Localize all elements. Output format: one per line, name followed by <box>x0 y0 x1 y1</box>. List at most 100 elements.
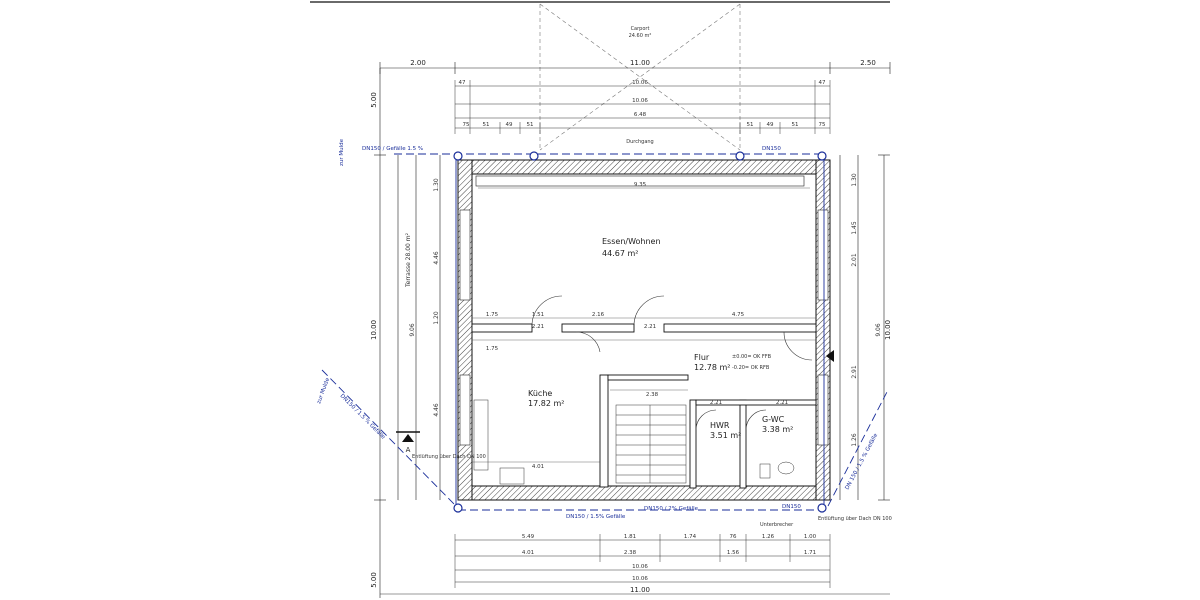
right-dim-4: 2.91 <box>851 365 858 379</box>
kueche-area: 17.82 m² <box>528 399 564 408</box>
right-dim-0: 1.30 <box>851 173 858 187</box>
mid-b-dim: 4.75 <box>732 312 745 318</box>
wc-fixtures <box>759 461 795 479</box>
left-dim-3: 9.06 <box>409 323 416 337</box>
top-row4-5: 49 <box>767 122 774 128</box>
top-row4-2: 49 <box>506 122 513 128</box>
door-a-dim: 2.21 <box>532 324 544 330</box>
bottom-row1-2: 1.74 <box>684 534 697 540</box>
bottom-total-dim: 11.00 <box>630 586 650 594</box>
drain-top-right-label: DN150 <box>762 146 781 152</box>
kitchen-width-dim: 4.01 <box>532 464 544 470</box>
mulde-bottom-label: zur Mulde <box>316 377 331 405</box>
mid-left-dim: 1.51 <box>532 312 544 318</box>
drain-top-label: DN150 / Gefälle 1.5 % <box>362 146 423 152</box>
terrasse-label: Terrasse 28.00 m² <box>405 232 412 288</box>
left-bottom-dim: 5.00 <box>370 572 378 588</box>
entrance-arrow <box>826 350 834 362</box>
bottom-row2-3: 1.71 <box>804 550 816 556</box>
left-dim-0: 1.30 <box>433 178 440 192</box>
right-mid-dim: 10.00 <box>884 320 892 340</box>
entlueftung-left-label: Entlüftung über Dach DN 100 <box>412 454 486 460</box>
top-row4-6: 51 <box>792 122 799 128</box>
stair-dim: 2.38 <box>646 392 659 398</box>
durchgang-label: Durchgang <box>626 139 653 145</box>
left-top-dim: 5.00 <box>370 92 378 108</box>
top-row1-b: 10.06 <box>632 80 648 86</box>
mid-a-dim: 2.16 <box>592 312 605 318</box>
gwc-width-dim: 2.21 <box>776 400 788 406</box>
carport-name: Carport <box>631 26 650 32</box>
flur-name: Flur <box>694 353 710 362</box>
left-dim-1: 4.46 <box>433 251 440 265</box>
bottom-row1-4: 1.26 <box>762 534 775 540</box>
level-rfb: -0.20= OK RFB <box>732 365 770 371</box>
bottom-row4: 10.06 <box>632 576 648 582</box>
left-margin-dim: 2.00 <box>410 59 426 67</box>
flur-area: 12.78 m² <box>694 363 730 372</box>
windows <box>459 209 829 446</box>
left-dim-4: 4.46 <box>433 403 440 417</box>
section-marker-label: A <box>406 446 411 454</box>
left-1-dim: 1.75 <box>486 312 499 318</box>
bottom-row1-3: 76 <box>730 534 737 540</box>
bottom-row2-0: 4.01 <box>522 550 534 556</box>
top-row2: 10.06 <box>632 98 648 104</box>
right-vertical-dims <box>839 154 890 501</box>
top-dim-rows <box>454 80 831 134</box>
bottom-row1-1: 1.81 <box>624 534 636 540</box>
mulde-top-label: zur Mulde <box>339 138 345 166</box>
right-dim-3: 9.06 <box>875 323 882 337</box>
gwc-area: 3.38 m² <box>762 425 793 434</box>
drain-left-diag-label: DN150 / 1.5 % Gefälle <box>339 393 387 441</box>
left-2-dim: 1.75 <box>486 346 499 352</box>
left-vertical-dims <box>374 68 441 598</box>
right-dim-2: 2.01 <box>851 253 858 267</box>
top-row3: 6.48 <box>634 112 647 118</box>
interior-dim-lines <box>472 187 816 463</box>
left-dim-2: 1.20 <box>433 311 440 325</box>
unterbrecher-label: Unterbrecher <box>760 522 794 528</box>
bottom-row3: 10.06 <box>632 564 648 570</box>
staircase <box>615 404 687 484</box>
drain-inspection-points <box>453 151 827 513</box>
drain-bottom-label: DN150 / 1.5% Gefälle <box>566 514 626 520</box>
drain-lines <box>321 153 889 511</box>
top-row4-4: 51 <box>747 122 754 128</box>
top-row1-c: 47 <box>819 80 826 86</box>
level-ffb: ±0.00= OK FFB <box>732 354 772 360</box>
top-row4-7: 75 <box>819 122 826 128</box>
drain-bottom-right-label: DN150 <box>782 504 801 510</box>
top-row4-1: 51 <box>483 122 490 128</box>
top-row4-3: 51 <box>527 122 534 128</box>
section-marker <box>396 431 420 442</box>
gwc-name: G-WC <box>762 415 785 424</box>
hwr-area: 3.51 m² <box>710 431 741 440</box>
carport-area: 24.60 m² <box>629 33 652 39</box>
bottom-row1-0: 5.49 <box>522 534 535 540</box>
door-swings <box>531 295 813 431</box>
kueche-name: Küche <box>528 389 552 398</box>
left-mid-dim: 10.00 <box>370 320 378 340</box>
hwr-width-dim: 2.21 <box>710 400 722 406</box>
kitchen-counter <box>473 399 525 485</box>
essen-area: 44.67 m² <box>602 249 638 258</box>
bottom-dim-rows <box>380 534 890 595</box>
bottom-row2-2: 1.56 <box>727 550 740 556</box>
essen-name: Essen/Wohnen <box>602 237 661 246</box>
right-dim-1: 1.45 <box>851 221 858 235</box>
drain-bottom-mid-label: DN150 / 2% Gefälle <box>644 506 699 512</box>
top-row4-0: 75 <box>463 122 470 128</box>
bottom-row1-5: 1.00 <box>804 534 817 540</box>
hwr-name: HWR <box>710 421 730 430</box>
door-b-dim: 2.21 <box>644 324 656 330</box>
bottom-row2-1: 2.38 <box>624 550 637 556</box>
right-margin-dim: 2.50 <box>860 59 876 67</box>
entlueftung-right-label: Entlüftung über Dach DN 100 <box>818 516 892 522</box>
top-total-dim: 11.00 <box>630 59 650 67</box>
right-dim-5: 1.26 <box>851 433 858 447</box>
essen-width-dim: 9.35 <box>634 182 647 188</box>
top-row1-a: 47 <box>459 80 466 86</box>
interior-walls <box>471 323 817 489</box>
